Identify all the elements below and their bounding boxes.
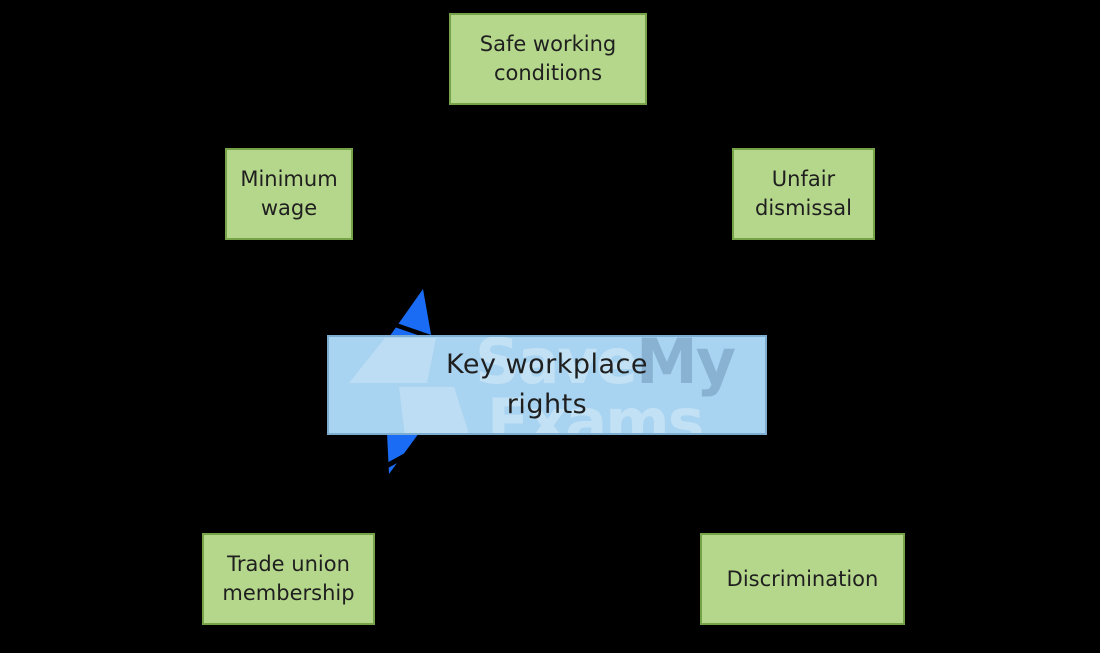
center-node-key-workplace-rights: SaveMy Exams Key workplace rights	[327, 335, 767, 435]
node-unfair-dismissal: Unfair dismissal	[732, 148, 875, 240]
center-node-label: Key workplace rights	[445, 349, 648, 420]
node-label: Minimum wage	[240, 167, 338, 220]
node-label: Trade union membership	[222, 552, 355, 605]
node-minimum-wage: Minimum wage	[225, 148, 353, 240]
node-safe-working-conditions: Safe working conditions	[449, 13, 647, 105]
node-discrimination: Discrimination	[700, 533, 905, 625]
bolt-upper-half	[387, 289, 432, 340]
watermark-bolt-upper	[349, 338, 436, 383]
node-label: Discrimination	[726, 566, 879, 591]
bolt-lower-notch	[377, 448, 416, 473]
node-label: Safe working conditions	[479, 32, 617, 85]
node-label: Unfair dismissal	[755, 167, 852, 220]
watermark-my-text: My	[635, 337, 736, 398]
node-trade-union-membership: Trade union membership	[202, 533, 375, 625]
